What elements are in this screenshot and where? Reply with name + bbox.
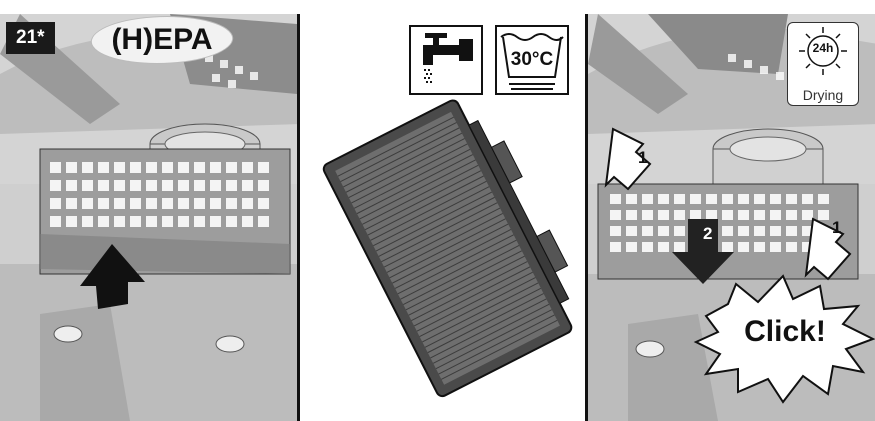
drying-hours: 24h xyxy=(788,41,858,55)
vacuum-open-illustration xyxy=(0,14,297,421)
hand-wash-icon-box: 30°C xyxy=(495,25,569,95)
click-callout: Click! xyxy=(715,315,855,349)
tap-water-icon xyxy=(411,27,481,93)
rinse-under-tap-icon-box xyxy=(409,25,483,95)
wash-temperature: 30°C xyxy=(497,49,567,71)
step-marker-2: 2 xyxy=(703,224,712,244)
filter-name-text: (H)EPA xyxy=(111,23,212,57)
drying-label: Drying xyxy=(788,87,858,103)
filter-name-label: (H)EPA xyxy=(92,17,232,63)
step-illustration-insert xyxy=(0,14,300,421)
step-marker-1-left: 1 xyxy=(638,148,647,168)
drying-time-icon-box: 24h Drying xyxy=(787,22,859,106)
step-number-badge: 21* xyxy=(6,22,55,54)
step-marker-1-right: 1 xyxy=(832,218,841,238)
